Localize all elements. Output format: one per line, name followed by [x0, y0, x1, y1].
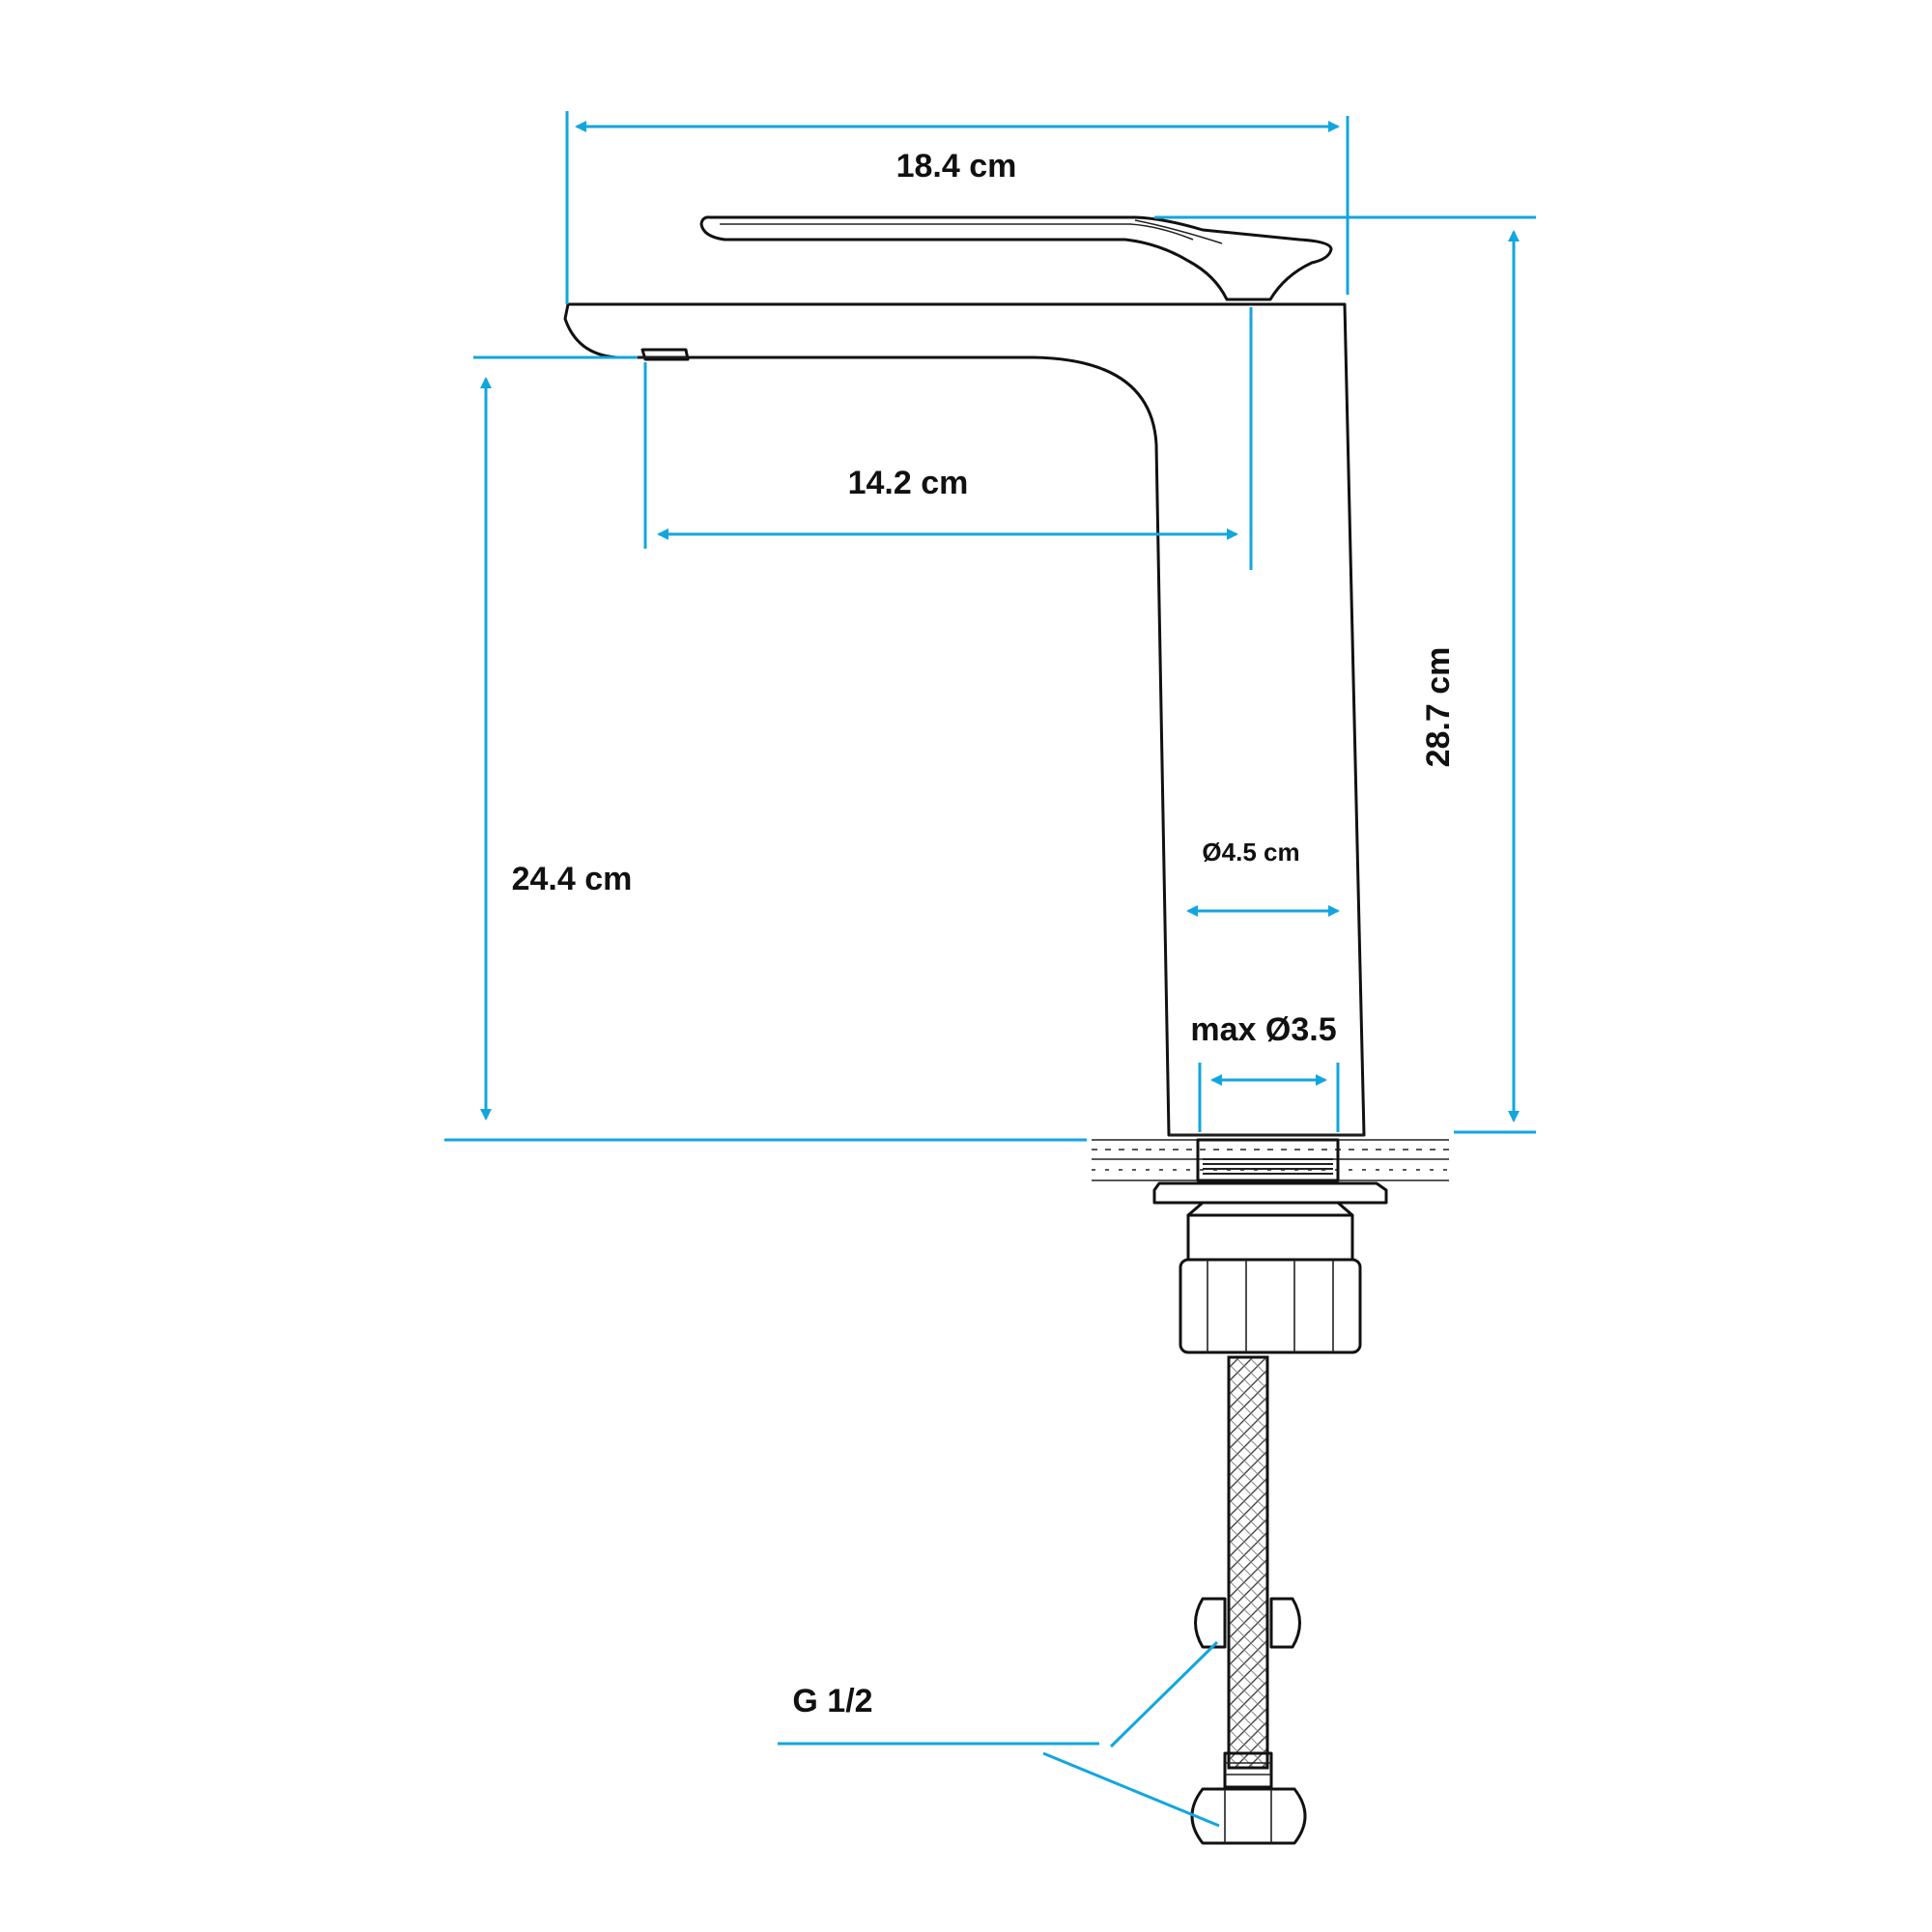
washer: [1152, 1181, 1388, 1205]
spout-and-body: [563, 302, 1366, 1137]
spout-reach-label: 14.2 cm: [848, 465, 969, 501]
spout-nozzle: [640, 348, 690, 361]
braided-hose: [1227, 1355, 1269, 1770]
max-hole-diameter-label: max Ø3.5: [1190, 1011, 1336, 1048]
leader-line: [1042, 1751, 1220, 1828]
dimension-lines: [444, 111, 1536, 1828]
hose-clip-left: [1194, 1597, 1227, 1649]
ferrule: [1223, 1751, 1273, 1789]
hose-clip-right: [1269, 1597, 1301, 1649]
spacer: [1186, 1213, 1354, 1262]
g-half-nut: [1190, 1787, 1307, 1845]
fixing-nut: [1179, 1258, 1362, 1354]
mounting-assembly: [1152, 1138, 1388, 1354]
connection-thread-label: G 1/2: [792, 1683, 872, 1719]
threaded-shank: [1196, 1138, 1340, 1182]
flexible-hose: [1190, 1355, 1307, 1845]
faucet-body: [563, 215, 1366, 1137]
overall-length-label: 18.4 cm: [896, 148, 1017, 185]
spout-height-label: 24.4 cm: [512, 861, 633, 897]
leader-line: [1109, 1640, 1219, 1748]
total-height-label: 28.7 cm: [1420, 647, 1457, 768]
body-diameter-label: Ø4.5 cm: [1202, 838, 1299, 867]
handle-lever: [699, 215, 1333, 301]
